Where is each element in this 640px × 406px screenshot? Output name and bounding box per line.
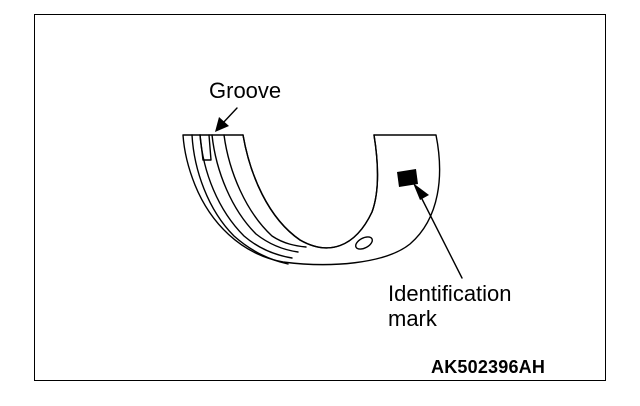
bearing-layer-line bbox=[211, 134, 299, 253]
groove-arrow-head-icon bbox=[215, 117, 229, 132]
identification-mark-label-line1: Identification bbox=[388, 281, 512, 306]
oil-hole bbox=[355, 236, 373, 250]
figure-frame bbox=[34, 14, 606, 381]
groove-notch bbox=[199, 134, 212, 161]
groove-leader-line bbox=[221, 107, 238, 125]
identification-leader-line bbox=[419, 194, 463, 279]
bearing-layer-line bbox=[199, 134, 293, 259]
bearing-layer-line bbox=[223, 134, 307, 248]
identification-mark-block bbox=[397, 169, 418, 187]
figure-code: AK502396AH bbox=[431, 357, 546, 377]
bearing-inner-contour bbox=[242, 134, 379, 249]
identification-mark-label-line2: mark bbox=[388, 306, 437, 331]
identification-arrow-head-icon bbox=[413, 183, 429, 200]
groove-label: Groove bbox=[209, 78, 282, 103]
bearing-layer-line bbox=[191, 134, 289, 265]
